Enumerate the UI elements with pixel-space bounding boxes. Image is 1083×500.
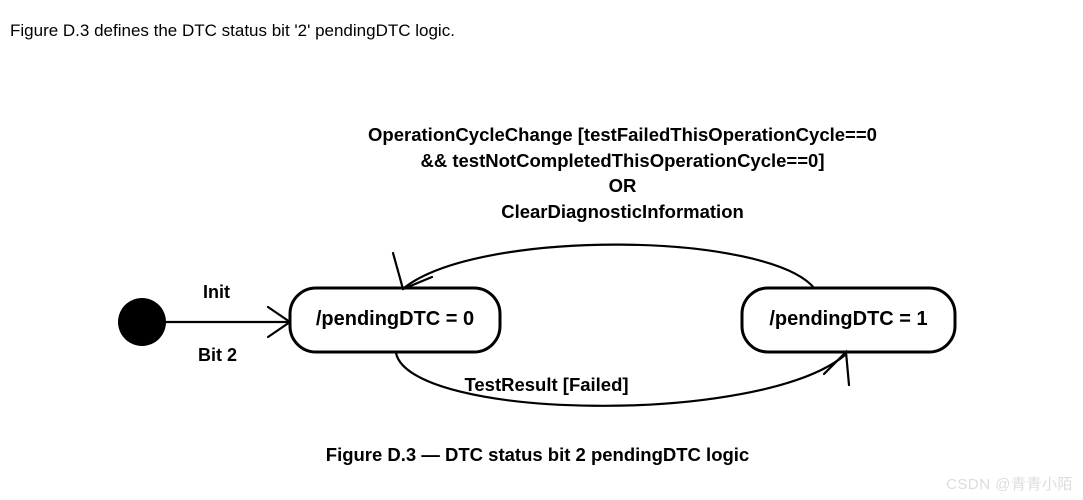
- reset-transition-label-line-2: && testNotCompletedThisOperationCycle==0…: [420, 149, 825, 171]
- state-label-pending-0: /pendingDTC = 0: [315, 308, 475, 330]
- init-transition-label-above: Init: [203, 282, 230, 302]
- reset-transition-label: OperationCycleChange [testFailedThisOper…: [81, 122, 1083, 224]
- state-box-pending-0: [288, 286, 502, 354]
- initial-state-circle: [118, 298, 166, 346]
- state-box-pending-1: [740, 286, 957, 354]
- reset-transition-label-line-3: OR: [608, 175, 637, 196]
- reset-arrowhead: [391, 251, 434, 291]
- reset-transition-arc: [403, 243, 816, 290]
- fail-transition-label: TestResult [Failed]: [464, 374, 629, 395]
- init-transition-label-below: Bit 2: [198, 345, 238, 365]
- figure-caption: Figure D.3 — DTC status bit 2 pendingDTC…: [325, 444, 750, 465]
- state-label-pending-1: /pendingDTC = 1: [769, 308, 928, 330]
- intro-paragraph: Figure D.3 defines the DTC status bit '2…: [10, 21, 455, 40]
- fail-arrowhead: [822, 349, 851, 387]
- csdn-watermark: CSDN @青青小陌: [946, 476, 1073, 493]
- reset-transition-label-line-1: OperationCycleChange [testFailedThisOper…: [368, 124, 877, 145]
- fail-transition-arc: [394, 352, 846, 407]
- reset-transition-label-line-4: ClearDiagnosticInformation: [501, 200, 744, 222]
